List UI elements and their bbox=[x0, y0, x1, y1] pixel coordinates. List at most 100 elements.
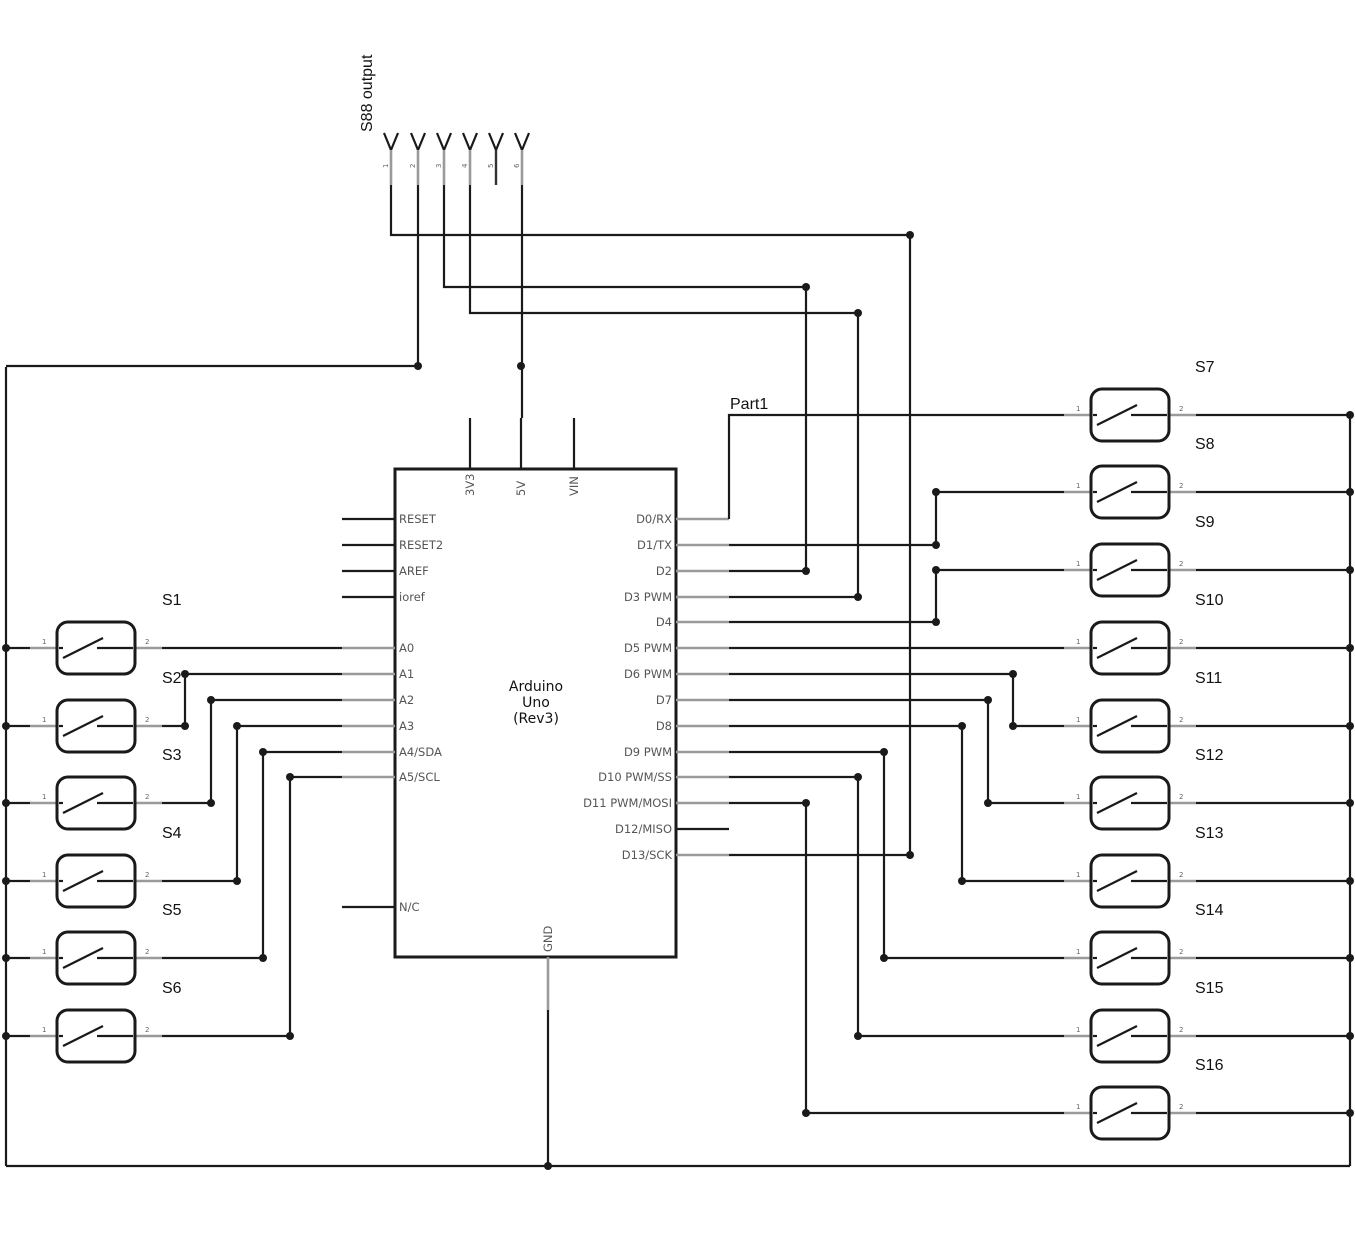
switch-label: S6 bbox=[162, 980, 182, 997]
connector-fork bbox=[461, 132, 479, 153]
connector-pin-number: 6 bbox=[513, 163, 521, 168]
connector-pin-4: 4 bbox=[461, 132, 479, 185]
junction-dot bbox=[854, 309, 862, 317]
pin-label: RESET bbox=[399, 512, 437, 526]
junction-dot bbox=[1346, 566, 1354, 574]
connector-pin-number: 3 bbox=[435, 164, 443, 168]
junction-dot bbox=[259, 748, 267, 756]
switch-pin-number: 2 bbox=[1179, 871, 1183, 879]
pin-label: D7 bbox=[656, 693, 672, 707]
switch-lever bbox=[1096, 637, 1138, 659]
pin-label: RESET2 bbox=[399, 538, 443, 552]
wire-d10-s15 bbox=[729, 775, 1064, 1038]
switch-body bbox=[1089, 387, 1171, 443]
junction-dot bbox=[233, 877, 241, 885]
switch-pin-number: 2 bbox=[1179, 405, 1183, 413]
right-pin-d12-miso: D12/MISO bbox=[615, 822, 729, 836]
switch-label: S1 bbox=[162, 592, 182, 609]
switch-pin-number: 1 bbox=[1076, 638, 1080, 646]
junction-dot bbox=[2, 644, 10, 652]
switch-label: S2 bbox=[162, 670, 182, 687]
wire-d7-s12 bbox=[729, 698, 1064, 805]
switch-body bbox=[1089, 1085, 1171, 1141]
pin-label: GND bbox=[541, 925, 555, 952]
left-pin-reset: RESET bbox=[342, 512, 437, 526]
junction-dot bbox=[984, 799, 992, 807]
wire-d1-s8 bbox=[729, 490, 1064, 547]
switch-pin-number: 2 bbox=[1179, 482, 1183, 490]
switch-pin-number: 2 bbox=[1179, 716, 1183, 724]
right-pin-d0-rx: D0/RX bbox=[636, 512, 729, 526]
junction-dot bbox=[286, 1032, 294, 1040]
right-pin-d8: D8 bbox=[656, 719, 729, 733]
pin-label: A4/SDA bbox=[399, 745, 442, 759]
wire-d8-s13 bbox=[729, 724, 1064, 883]
wire-s6-a5 bbox=[162, 775, 342, 1038]
right-pin-d7: D7 bbox=[656, 693, 729, 707]
pin-label: D11 PWM/MOSI bbox=[583, 796, 672, 810]
junction-dot bbox=[1346, 488, 1354, 496]
switch-s1: 1 2 S1 bbox=[30, 592, 182, 676]
pin-label: D8 bbox=[656, 719, 672, 733]
switch-body bbox=[55, 853, 137, 909]
junction-dot bbox=[1009, 722, 1017, 730]
junction-dot bbox=[880, 748, 888, 756]
switch-body bbox=[1089, 930, 1171, 986]
junction-dot bbox=[207, 799, 215, 807]
switch-label: S9 bbox=[1195, 514, 1215, 531]
switch-label: S16 bbox=[1195, 1057, 1224, 1074]
switch-body bbox=[55, 620, 137, 676]
switch-pin-number: 1 bbox=[1076, 560, 1080, 568]
switch-body bbox=[1089, 464, 1171, 520]
junction-dot bbox=[1346, 1109, 1354, 1117]
wire-conn2-bus bbox=[6, 185, 420, 368]
junction-dot bbox=[414, 362, 422, 370]
switch-pin-number: 1 bbox=[42, 948, 46, 956]
pin-label: A1 bbox=[399, 667, 414, 681]
switch-lever bbox=[1096, 481, 1138, 503]
pin-label: D4 bbox=[656, 615, 672, 629]
junction-dot bbox=[233, 722, 241, 730]
junction-dots bbox=[2, 231, 1354, 1170]
switch-pin-number: 1 bbox=[42, 638, 46, 646]
switch-pin-number: 1 bbox=[42, 871, 46, 879]
junction-dot bbox=[854, 593, 862, 601]
top-pin-5v: 5V bbox=[514, 418, 528, 496]
pin-label: D13/SCK bbox=[622, 848, 673, 862]
switch-pin-number: 1 bbox=[1076, 482, 1080, 490]
junction-dot bbox=[207, 696, 215, 704]
switch-pin-number: 1 bbox=[42, 716, 46, 724]
pin-label: AREF bbox=[399, 564, 429, 578]
wire-s3-a2 bbox=[162, 698, 342, 805]
connector-pin-number: 5 bbox=[487, 164, 495, 168]
switch-pin-number: 2 bbox=[145, 638, 149, 646]
junction-dot bbox=[2, 799, 10, 807]
right-pin-d9-pwm: D9 PWM bbox=[624, 745, 729, 759]
connector-pin-number: 1 bbox=[382, 164, 390, 168]
connector-fork bbox=[487, 132, 505, 153]
arduino-body bbox=[393, 467, 678, 959]
left-pin-a3: A3 bbox=[342, 719, 414, 733]
junction-dot bbox=[181, 722, 189, 730]
connector-pin-number: 2 bbox=[409, 164, 417, 168]
junction-dot bbox=[1346, 954, 1354, 962]
wire-s2-a1 bbox=[162, 672, 342, 728]
junction-dot bbox=[2, 1032, 10, 1040]
switch-lever bbox=[62, 870, 104, 892]
wire-s5-a4 bbox=[162, 750, 342, 960]
junction-dot bbox=[2, 954, 10, 962]
switch-body bbox=[55, 930, 137, 986]
switch-label: S15 bbox=[1195, 980, 1224, 997]
junction-dot bbox=[1346, 411, 1354, 419]
junction-dot bbox=[880, 954, 888, 962]
